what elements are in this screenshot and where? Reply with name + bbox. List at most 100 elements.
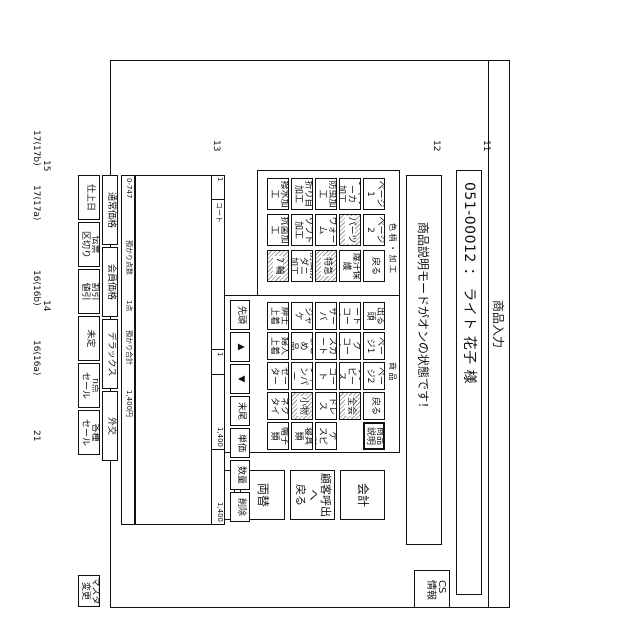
ref-21: 21 <box>31 430 40 441</box>
process-waterproof-label: 撥水加工 <box>268 179 288 209</box>
ref-12: 12 <box>431 140 440 151</box>
item-mens-jacket-label: 紳士上着 <box>268 303 288 329</box>
item-long-sports-label: ロンゲ スピーツ <box>315 423 337 449</box>
price-member-button[interactable]: 会員価格 <box>102 247 118 317</box>
item-small-label: 小物 <box>297 396 307 416</box>
price-normal-button[interactable]: 通常価格 <box>102 175 118 245</box>
process-waterproof-button[interactable]: 撥水加工 <box>267 178 289 210</box>
process-page2-button[interactable]: ページ2 <box>363 214 385 246</box>
item-out-button[interactable]: 出る頭 <box>363 302 385 330</box>
ref-13: 13 <box>211 140 220 151</box>
process-page1-button[interactable]: ページ1 <box>363 178 385 210</box>
item-bedding-button[interactable]: 寝具類 <box>291 422 313 450</box>
item-bedding-label: 寝具類 <box>292 423 312 449</box>
item-coat-button[interactable]: コート <box>315 362 337 390</box>
item-jacket-label: ジャケ <box>292 303 312 329</box>
process-express-button[interactable]: 特急 <box>315 250 337 282</box>
process-shower-button[interactable]: シャワーカ 加工 <box>339 178 361 210</box>
message-text: 商品説明モードがオンの状態です！ <box>417 222 429 414</box>
process-protect-button[interactable]: 爆汗保護 <box>339 250 361 282</box>
cs-info-label: CS 情報 <box>425 580 446 600</box>
item-jumper-button[interactable]: ジャンパー <box>291 362 313 390</box>
item-bundle-label: まとめ 品 <box>291 333 313 359</box>
unit-price-button[interactable]: 単価 <box>230 428 250 458</box>
item-all-label: 全会 <box>345 396 355 416</box>
item-description-button[interactable]: 商品 説明 <box>363 422 385 450</box>
item-dress-label: ドレス <box>316 393 336 419</box>
item-page2-button[interactable]: ページ2 <box>363 362 385 390</box>
status-left: 0-747 <box>125 178 132 198</box>
process-crease-button[interactable]: 折り目 加工 <box>291 178 313 210</box>
process-back-button[interactable]: 戻る <box>363 250 385 282</box>
item-bundle-button[interactable]: まとめ 品 <box>291 332 313 360</box>
status-count: 1点 <box>125 300 132 311</box>
price-deluxe-button[interactable]: デラックス <box>102 319 118 389</box>
status-sum-label: 預かり合計 <box>125 330 132 365</box>
call-back-button[interactable]: 顧客呼出へ 戻る <box>290 470 335 520</box>
item-ladies-jacket-label: 婦人上着 <box>268 333 288 359</box>
process-express-label: 特急 <box>321 256 331 276</box>
row1-qty: 1 <box>211 350 225 375</box>
undecided-button[interactable]: 未定 <box>78 316 100 361</box>
item-page1-button[interactable]: ページ1 <box>363 332 385 360</box>
item-long-coat-button[interactable]: ロング コート <box>339 332 361 360</box>
item-sweater-button[interactable]: セーター <box>267 362 289 390</box>
item-necktie-button[interactable]: ネクタイ <box>267 392 289 420</box>
process-soft-button[interactable]: ソフト 加工 <box>291 214 313 246</box>
item-dress-button[interactable]: ドレス <box>315 392 337 420</box>
ref-16b: 16(16b) <box>31 270 40 306</box>
row1-amount: 1,400 <box>211 450 225 525</box>
total-button[interactable]: 会計 <box>340 470 385 520</box>
row1-item: コート <box>211 200 225 350</box>
up-button[interactable]: ▲ <box>230 332 250 362</box>
down-button[interactable]: ▼ <box>230 364 250 394</box>
ref-14: 14 <box>41 300 50 311</box>
item-short-coat-button[interactable]: ショート コート <box>339 302 361 330</box>
process-antibac-label: 抗菌加工 <box>268 215 288 245</box>
finish-date-button[interactable]: 仕上日 <box>78 175 100 220</box>
process-insect-label: 防虫加工 <box>316 179 336 209</box>
item-mens-jacket-button[interactable]: 紳士上着 <box>267 302 289 330</box>
item-skirt-label: スカート <box>316 333 336 359</box>
process-insect-button[interactable]: 防虫加工 <box>315 178 337 210</box>
item-small-button[interactable]: 小物 <box>291 392 313 420</box>
process-protect-label: 爆汗保護 <box>340 251 360 281</box>
status-sum: 1,400円 <box>125 390 132 417</box>
discount-button[interactable]: 割引 値引 <box>78 269 100 314</box>
status-count-label: 預かり点数 <box>125 240 132 275</box>
ref-15: 15 <box>41 160 50 171</box>
process-7ring-button[interactable]: 7 輪 <box>267 250 289 282</box>
item-hat-label: 帽子類 <box>268 423 288 449</box>
n-item-sale-button[interactable]: n点 セール <box>78 363 100 408</box>
slip-break-button[interactable]: 伝票 区切り <box>78 222 100 267</box>
process-mite-button[interactable]: 防虫防ダニ 加工 <box>291 250 313 282</box>
process-warm-label: ウォーム <box>316 215 336 245</box>
item-hat-button[interactable]: 帽子類 <box>267 422 289 450</box>
various-sale-button[interactable]: 各種 セール <box>78 410 100 455</box>
item-long-sports-button[interactable]: ロンゲ スピーツ <box>315 422 337 450</box>
first-button[interactable]: 先頭 <box>230 300 250 330</box>
item-ladies-jacket-button[interactable]: 婦人上着 <box>267 332 289 360</box>
process-parts-label: パーツ <box>345 216 355 245</box>
master-change-button[interactable]: マスタ 変更 <box>78 575 100 607</box>
ref-11: 11 <box>481 140 490 151</box>
last-button[interactable]: 末尾 <box>230 396 250 426</box>
delete-button[interactable]: 削除 <box>230 492 250 522</box>
process-parts-button[interactable]: パーツ <box>339 214 361 246</box>
process-shower-label: シャワーカ 加工 <box>339 179 361 209</box>
process-antibac-button[interactable]: 抗菌加工 <box>267 214 289 246</box>
customer-code-name: 051-00012 ： ライト 花子 様 <box>462 182 476 384</box>
item-onepiece-button[interactable]: ワンピース <box>339 362 361 390</box>
outside-button[interactable]: 外交 <box>102 391 118 461</box>
item-server-button[interactable]: サーバ <box>315 302 337 330</box>
process-panel-title: 色 柄 ・ 加 工 <box>388 223 396 273</box>
quantity-button[interactable]: 数量 <box>230 460 250 490</box>
ref-17a: 17(17a) <box>31 185 40 220</box>
process-warm-button[interactable]: ウォーム <box>315 214 337 246</box>
item-skirt-button[interactable]: スカート <box>315 332 337 360</box>
item-back-button[interactable]: 戻る <box>363 392 385 420</box>
row1-no: 1 <box>211 175 225 200</box>
row1-price: 1,400 <box>211 375 225 450</box>
item-all-button[interactable]: 全会 <box>339 392 361 420</box>
item-jacket-button[interactable]: ジャケ <box>291 302 313 330</box>
